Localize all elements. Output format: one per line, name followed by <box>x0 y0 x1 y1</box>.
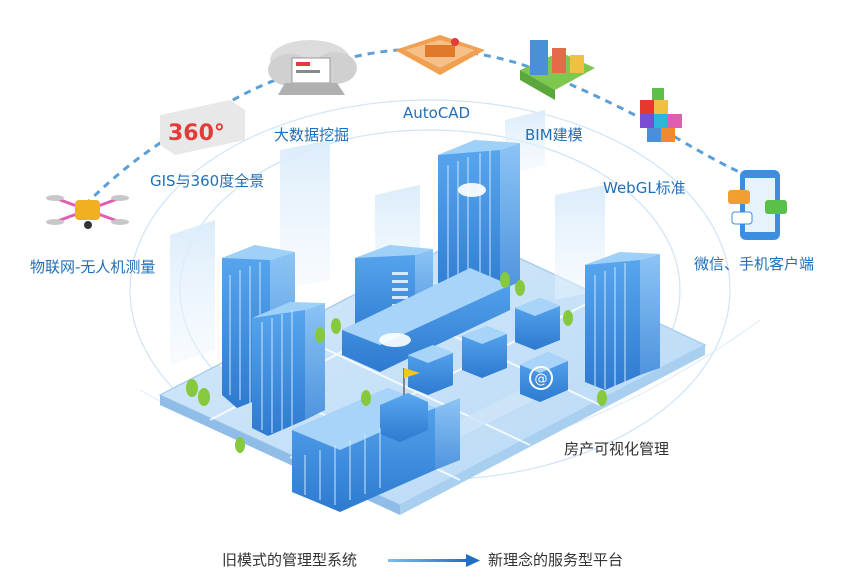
node-label-autocad: AutoCAD <box>403 104 471 122</box>
at-symbol: @ <box>535 372 548 387</box>
building-right-tall <box>585 252 660 390</box>
node-label-bim: BIM建模 <box>525 126 583 144</box>
building-small-cubes: @ <box>408 298 568 402</box>
panorama-360-icon: 360° <box>160 100 245 155</box>
autocad-icon <box>395 35 485 75</box>
webgl-cubes-icon <box>640 88 682 142</box>
building-front-low <box>292 368 460 512</box>
center-label: 房产可视化管理 <box>564 440 670 458</box>
badge-360: 360° <box>168 121 225 146</box>
old-mode-label: 旧模式的管理型系统 <box>222 551 358 569</box>
cloud-laptop-icon <box>268 40 357 95</box>
mobile-phone-icon <box>728 170 787 240</box>
node-label-bigdata: 大数据挖掘 <box>274 126 350 144</box>
bim-building-icon <box>520 40 595 100</box>
building-mall <box>342 268 510 372</box>
building-center-tall <box>438 140 520 305</box>
node-label-mobile: 微信、手机客户端 <box>694 255 815 273</box>
node-label-webgl: WebGL标准 <box>603 179 686 197</box>
node-label-gis: GIS与360度全景 <box>150 172 265 190</box>
new-mode-label: 新理念的服务型平台 <box>488 551 624 569</box>
trees <box>186 272 607 453</box>
drone-icon <box>46 195 129 229</box>
transition-arrow-icon <box>388 554 480 567</box>
node-label-iot: 物联网-无人机测量 <box>30 258 156 276</box>
